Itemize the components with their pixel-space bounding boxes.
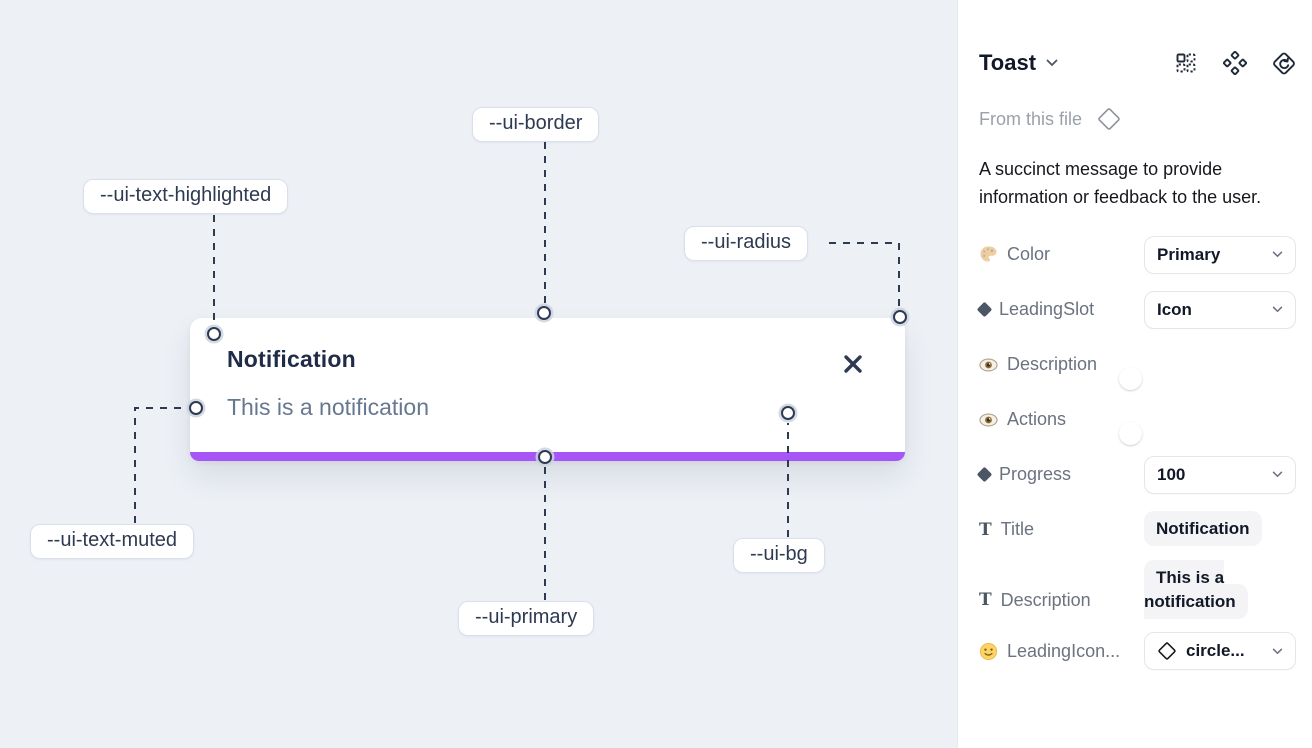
prop-label-color: Color (1007, 244, 1051, 265)
prop-row-color: Color Primary (979, 235, 1296, 274)
properties-panel: Toast (957, 0, 1312, 748)
eye-icon (979, 358, 998, 372)
connector-dot-radius[interactable] (893, 310, 907, 324)
eye-icon (979, 413, 998, 427)
design-canvas[interactable]: Notification This is a notification --ui… (0, 0, 957, 748)
progress-dropdown[interactable]: 100 (1144, 455, 1296, 494)
toast-component-preview[interactable]: Notification This is a notification (190, 318, 905, 461)
prop-row-leadingslot: LeadingSlot Icon (976, 290, 1296, 329)
close-x-icon (844, 355, 862, 373)
toast-close-button[interactable] (839, 350, 867, 378)
connector-dot-text-highlighted[interactable] (207, 327, 221, 341)
panel-header: Toast (979, 50, 1296, 76)
prop-label-leadingicon: LeadingIcon... (1007, 640, 1121, 661)
css-var-label-bg[interactable]: --ui-bg (733, 538, 825, 573)
chevron-down-icon (1046, 59, 1058, 66)
instance-grid-icon[interactable] (1174, 51, 1198, 75)
prop-label-description-toggle: Description (1007, 354, 1098, 375)
chevron-down-icon (1272, 648, 1283, 655)
connector-dot-primary[interactable] (538, 450, 552, 464)
leadingicon-dropdown[interactable]: circle... (1144, 632, 1296, 671)
css-var-label-radius[interactable]: --ui-radius (684, 226, 809, 261)
leadingslot-dropdown[interactable]: Icon (1144, 290, 1296, 329)
connector-dot-text-muted[interactable] (189, 401, 203, 415)
chevron-down-icon (1272, 251, 1283, 258)
source-row: From this file (979, 106, 1296, 132)
diamond-icon (976, 302, 993, 318)
prop-row-title: T Title Notification (979, 511, 1296, 549)
chevron-down-icon (1272, 306, 1283, 313)
prop-row-leadingicon: LeadingIcon... circle... (979, 632, 1296, 671)
connector-dot-bg[interactable] (781, 406, 795, 420)
swap-instance-icon[interactable] (1272, 51, 1296, 75)
text-icon: T (979, 590, 992, 611)
prop-row-progress: Progress 100 (976, 455, 1296, 494)
prop-row-description-toggle: Description (979, 346, 1296, 390)
connector-dot-border[interactable] (537, 306, 551, 320)
title-text-field[interactable]: Notification (1144, 511, 1262, 547)
description-text-field[interactable]: This is a notification (1144, 559, 1248, 620)
component-name-dropdown[interactable] (1046, 59, 1058, 67)
css-var-label-border[interactable]: --ui-border (472, 107, 600, 142)
palette-icon (980, 246, 997, 262)
source-label: From this file (979, 108, 1083, 129)
prop-label-leadingslot: LeadingSlot (999, 299, 1095, 320)
diamond-icon (976, 467, 993, 483)
chevron-down-icon (1272, 471, 1283, 478)
prop-row-actions-toggle: Actions (979, 401, 1296, 445)
instance-diamond-icon (1157, 641, 1177, 661)
component-diamond-icon (1098, 108, 1120, 130)
toast-description: This is a notification (227, 394, 429, 420)
component-name: Toast (979, 50, 1037, 75)
prop-label-title: Title (1000, 519, 1034, 540)
css-var-label-text-muted[interactable]: --ui-text-muted (30, 524, 195, 559)
color-dropdown[interactable]: Primary (1144, 235, 1296, 274)
prop-label-description-text: Description (1000, 589, 1091, 610)
prop-label-actions-toggle: Actions (1007, 409, 1067, 430)
component-description: A succinct message to provide informatio… (979, 159, 1262, 207)
text-icon: T (979, 519, 992, 540)
prop-label-progress: Progress (999, 464, 1072, 485)
css-var-label-primary[interactable]: --ui-primary (458, 601, 595, 636)
css-var-label-text-highlighted[interactable]: --ui-text-highlighted (83, 179, 289, 214)
smiley-icon (979, 642, 998, 660)
prop-row-description-text: T Description This is a notification (979, 559, 1296, 620)
component-diamonds-icon[interactable] (1223, 51, 1247, 75)
toast-title: Notification (227, 346, 356, 372)
